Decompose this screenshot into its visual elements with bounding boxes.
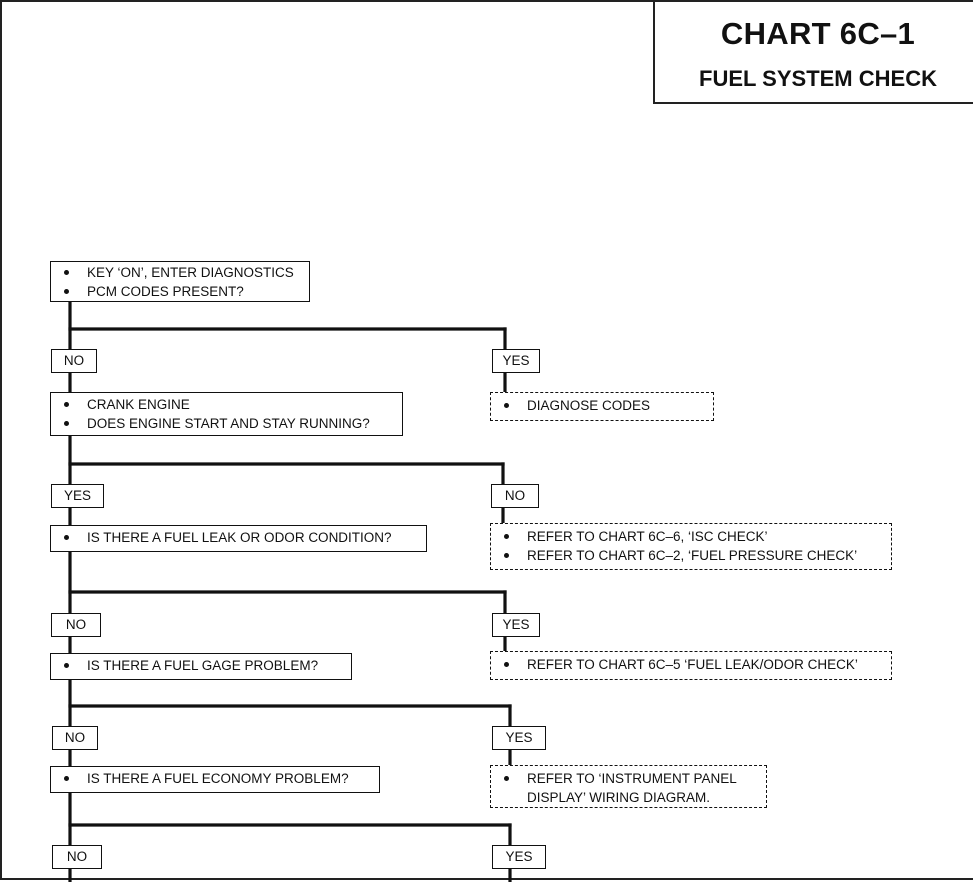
result-2-item-1: REFER TO CHART 6C–6, ‘ISC CHECK’: [501, 527, 883, 546]
step-box-5: IS THERE A FUEL ECONOMY PROBLEM?: [50, 766, 380, 793]
step-box-1: KEY ‘ON’, ENTER DIAGNOSTICS PCM CODES PR…: [50, 261, 310, 302]
step-3-item-1: IS THERE A FUEL LEAK OR ODOR CONDITION?: [61, 528, 418, 547]
branch-2-left-label: YES: [51, 484, 104, 508]
step-box-4: IS THERE A FUEL GAGE PROBLEM?: [50, 653, 352, 680]
step-2-item-2: DOES ENGINE START AND STAY RUNNING?: [61, 414, 394, 433]
branch-2-right-label: NO: [491, 484, 539, 508]
chart-title: CHART 6C–1: [720, 16, 916, 51]
result-4-item-1: REFER TO ‘INSTRUMENT PANEL: [501, 769, 758, 788]
result-box-3: REFER TO CHART 6C–5 ‘FUEL LEAK/ODOR CHEC…: [490, 651, 892, 680]
branch-3-right-label: YES: [492, 613, 540, 637]
result-2-item-2: REFER TO CHART 6C–2, ‘FUEL PRESSURE CHEC…: [501, 546, 883, 565]
branch-1-right-label: YES: [492, 349, 540, 373]
result-box-4: REFER TO ‘INSTRUMENT PANEL DISPLAY’ WIRI…: [490, 765, 767, 808]
step-2-item-1: CRANK ENGINE: [61, 395, 394, 414]
result-4-continuation: DISPLAY’ WIRING DIAGRAM.: [527, 790, 711, 805]
branch-3-left-label: NO: [51, 613, 101, 637]
chart-subtitle: FUEL SYSTEM CHECK: [699, 66, 937, 91]
step-box-2: CRANK ENGINE DOES ENGINE START AND STAY …: [50, 392, 403, 436]
branch-5-left-label: NO: [52, 845, 102, 869]
step-1-item-1: KEY ‘ON’, ENTER DIAGNOSTICS: [61, 263, 301, 282]
step-4-item-1: IS THERE A FUEL GAGE PROBLEM?: [61, 656, 343, 675]
result-box-1: DIAGNOSE CODES: [490, 392, 714, 421]
result-box-2: REFER TO CHART 6C–6, ‘ISC CHECK’ REFER T…: [490, 523, 892, 570]
step-box-3: IS THERE A FUEL LEAK OR ODOR CONDITION?: [50, 525, 427, 552]
result-3-item-1: REFER TO CHART 6C–5 ‘FUEL LEAK/ODOR CHEC…: [501, 655, 883, 674]
branch-5-right-label: YES: [492, 845, 546, 869]
result-1-item-1: DIAGNOSE CODES: [501, 396, 705, 415]
branch-4-right-label: YES: [492, 726, 546, 750]
step-1-item-2: PCM CODES PRESENT?: [61, 282, 301, 301]
branch-4-left-label: NO: [52, 726, 98, 750]
chart-title-box: CHART 6C–1 FUEL SYSTEM CHECK: [653, 2, 973, 104]
step-5-item-1: IS THERE A FUEL ECONOMY PROBLEM?: [61, 769, 371, 788]
branch-1-left-label: NO: [51, 349, 97, 373]
